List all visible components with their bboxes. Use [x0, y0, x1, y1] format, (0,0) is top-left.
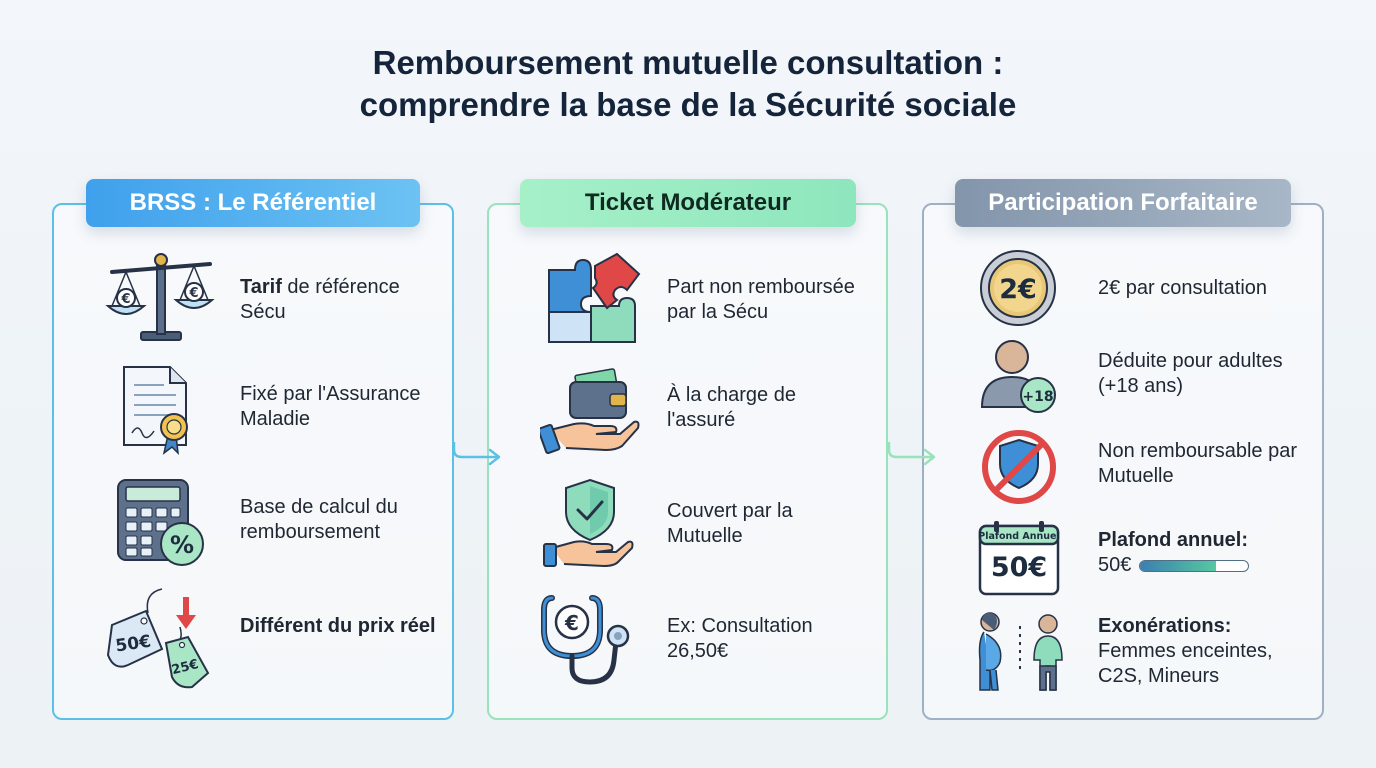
svg-text:Plafond Annuel: Plafond Annuel — [978, 531, 1060, 542]
certificate-document-icon — [123, 366, 188, 455]
panel-participation-header: Participation Forfaitaire — [955, 179, 1291, 227]
title-line-1: Remboursement mutuelle consultation : — [372, 44, 1004, 81]
shield-hand-icon — [543, 478, 634, 568]
svg-text:50€: 50€ — [991, 552, 1047, 583]
svg-text:50€: 50€ — [114, 632, 152, 657]
brss-item-3: Base de calcul du remboursement — [240, 496, 398, 543]
participation-item-5: Exonérations: Femmes enceintes, C2S, Min… — [1098, 615, 1273, 687]
ticket-item-2: À la charge de l'assuré — [667, 384, 796, 431]
adult-person-icon: +18 — [980, 340, 1056, 413]
no-shield-icon — [982, 430, 1056, 504]
brss-item-2: Fixé par l'Assurance Maladie — [240, 383, 421, 430]
svg-text:€: € — [564, 611, 579, 635]
ticket-item-3: Couvert par la Mutuelle — [667, 500, 793, 547]
page-title: Remboursement mutuelle consultation : co… — [0, 42, 1376, 126]
svg-text:25€: 25€ — [170, 657, 200, 678]
brss-item-4: Différent du prix réel — [240, 615, 436, 637]
wallet-hand-icon — [540, 368, 640, 454]
plafond-progress-fill — [1140, 560, 1216, 571]
panel-brss-header: BRSS : Le Référentiel — [86, 179, 420, 227]
price-tags-icon: 50€ 25€ — [106, 588, 210, 689]
connector-arrow-2 — [887, 442, 936, 466]
plafond-progress-bar — [1139, 559, 1250, 572]
calendar-icon: Plafond Annuel 50€ — [978, 521, 1060, 596]
svg-text:€: € — [120, 292, 130, 307]
puzzle-icon — [548, 252, 641, 343]
svg-text:+18: +18 — [1022, 389, 1053, 405]
pregnant-woman-child-icon — [978, 612, 1063, 691]
ticket-item-4: Ex: Consultation 26,50€ — [667, 615, 813, 662]
brss-item-1: Tarif de référence Sécu — [240, 276, 400, 323]
svg-text:%: % — [170, 531, 194, 559]
participation-item-2: Déduite pour adultes (+18 ans) — [1098, 350, 1283, 397]
participation-item-3: Non remboursable par Mutuelle — [1098, 440, 1297, 487]
plafond-value: 50€ — [1098, 554, 1132, 576]
coin-icon: 2€ — [980, 250, 1056, 326]
calculator-percent-icon: % — [117, 479, 204, 566]
svg-text:2€: 2€ — [999, 274, 1037, 305]
ticket-item-1: Part non remboursée par la Sécu — [667, 276, 855, 323]
svg-text:€: € — [188, 286, 198, 301]
scale-icon: € € — [105, 253, 215, 341]
title-line-2: comprendre la base de la Sécurité social… — [359, 86, 1017, 123]
plafond-label: Plafond annuel: — [1098, 529, 1248, 551]
stethoscope-icon: € — [541, 595, 630, 685]
participation-item-4: Plafond annuel: 50€ — [1098, 528, 1308, 578]
panel-ticket-header: Ticket Modérateur — [520, 179, 856, 227]
participation-item-1: 2€ par consultation — [1098, 277, 1268, 299]
connector-arrow-1 — [452, 442, 501, 466]
